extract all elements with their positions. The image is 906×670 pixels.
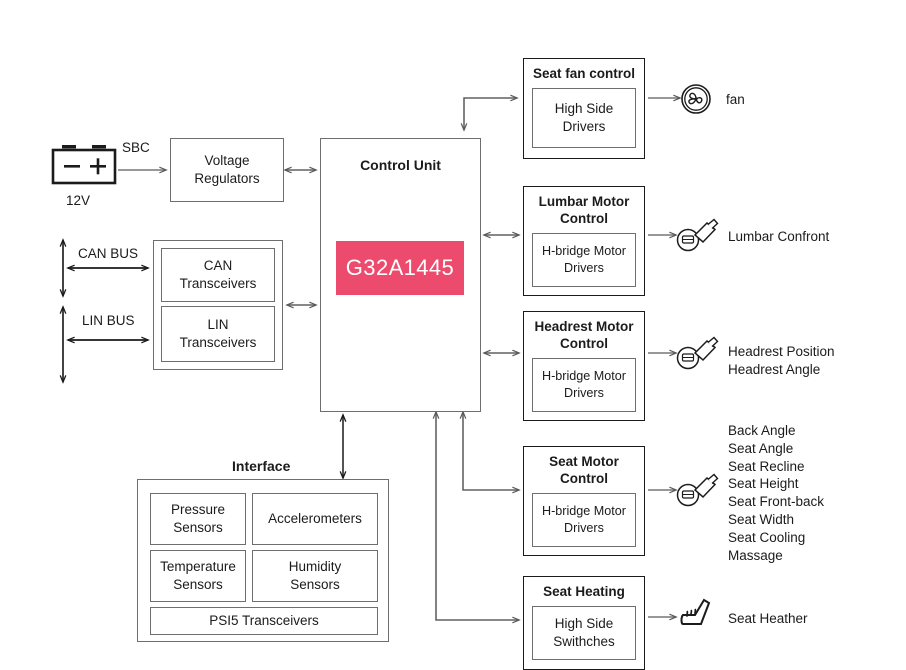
- seat-motor-load-label: Back Angle Seat Angle Seat Recline Seat …: [728, 423, 825, 563]
- motor-icon: [676, 473, 720, 507]
- lin-transceivers-block[interactable]: LIN Transceivers: [161, 306, 275, 362]
- seat-heater-icon: [678, 598, 714, 632]
- battery-voltage-label: 12V: [66, 193, 91, 208]
- seat-motor-driver-block[interactable]: H-bridge Motor Drivers: [532, 492, 636, 547]
- seat-motor-control-title: Seat Motor Control: [549, 454, 619, 486]
- seat-heating-driver-block[interactable]: High Side Swithches: [532, 605, 636, 660]
- seat-motor-driver-label: H-bridge Motor Drivers: [542, 504, 626, 535]
- interface-title: Interface: [232, 458, 291, 474]
- seat-heating-title: Seat Heating: [543, 584, 625, 599]
- headrest-motor-control-title: Headrest Motor Control: [534, 319, 634, 351]
- mcu-chip[interactable]: G32A1445: [336, 241, 464, 295]
- control-unit-title: Control Unit: [360, 157, 441, 173]
- voltage-regulators-label: Voltage Regulators: [194, 153, 260, 186]
- lumbar-motor-control-title: Lumbar Motor Control: [538, 194, 630, 226]
- lumbar-load-label: Lumbar Confront: [728, 229, 830, 244]
- seat-fan-control-title: Seat fan control: [532, 66, 635, 81]
- sbc-label: SBC: [122, 140, 150, 155]
- seat-heating-driver-label: High Side Swithches: [553, 616, 615, 649]
- seat-heating-block[interactable]: Seat Heating High Side Swithches: [523, 576, 645, 670]
- fan-load-label: fan: [726, 92, 745, 107]
- accelerometers-label: Accelerometers: [268, 511, 362, 527]
- voltage-regulators-block[interactable]: Voltage Regulators: [170, 138, 284, 202]
- seat-heater-load-label: Seat Heather: [728, 611, 808, 626]
- pressure-sensors-label: Pressure Sensors: [170, 502, 226, 535]
- headrest-load-label: Headrest Position Headrest Angle: [728, 344, 835, 377]
- humidity-sensors-block[interactable]: Humidity Sensors: [252, 550, 378, 602]
- motor-icon: [676, 218, 720, 252]
- lumbar-motor-driver-label: H-bridge Motor Drivers: [542, 244, 626, 275]
- lin-bus-label: LIN BUS: [82, 313, 135, 328]
- fan-icon: [680, 83, 712, 115]
- can-transceivers-label: CAN Transceivers: [179, 258, 257, 291]
- lumbar-motor-control-block[interactable]: Lumbar Motor Control H-bridge Motor Driv…: [523, 186, 645, 296]
- motor-icon: [676, 336, 720, 370]
- lumbar-motor-driver-block[interactable]: H-bridge Motor Drivers: [532, 232, 636, 287]
- temperature-sensors-block[interactable]: Temperature Sensors: [150, 550, 246, 602]
- temperature-sensors-label: Temperature Sensors: [160, 559, 236, 592]
- lin-transceivers-label: LIN Transceivers: [179, 317, 257, 350]
- can-transceivers-block[interactable]: CAN Transceivers: [161, 248, 275, 302]
- psi5-transceivers-block[interactable]: PSI5 Transceivers: [150, 607, 378, 635]
- psi5-transceivers-label: PSI5 Transceivers: [209, 613, 319, 629]
- seat-motor-control-block[interactable]: Seat Motor Control H-bridge Motor Driver…: [523, 446, 645, 556]
- mcu-chip-label: G32A1445: [345, 255, 455, 280]
- can-bus-label: CAN BUS: [78, 246, 139, 261]
- headrest-motor-driver-label: H-bridge Motor Drivers: [542, 369, 626, 400]
- humidity-sensors-label: Humidity Sensors: [288, 559, 342, 592]
- seat-fan-control-block[interactable]: Seat fan control High Side Drivers: [523, 58, 645, 159]
- pressure-sensors-block[interactable]: Pressure Sensors: [150, 493, 246, 545]
- headrest-motor-control-block[interactable]: Headrest Motor Control H-bridge Motor Dr…: [523, 311, 645, 421]
- accelerometers-block[interactable]: Accelerometers: [252, 493, 378, 545]
- battery-icon: [50, 143, 118, 185]
- headrest-motor-driver-block[interactable]: H-bridge Motor Drivers: [532, 357, 636, 412]
- seat-fan-driver-label: High Side Drivers: [554, 101, 614, 134]
- seat-fan-driver-block[interactable]: High Side Drivers: [532, 87, 636, 148]
